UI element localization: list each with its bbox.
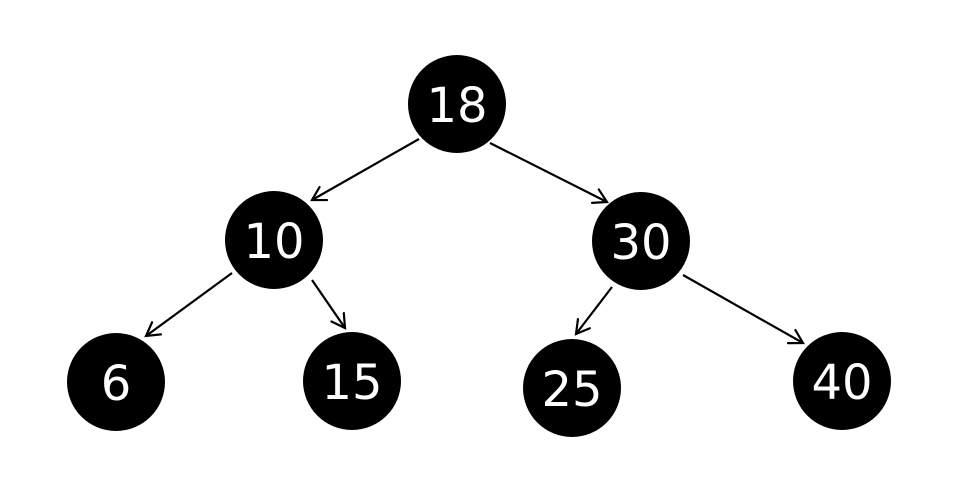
tree-node-label-15: 15 bbox=[321, 355, 382, 411]
tree-node-40: 40 bbox=[793, 332, 891, 430]
tree-node-25: 25 bbox=[523, 339, 621, 437]
tree-node-circle-10 bbox=[225, 191, 323, 289]
tree-node-label-30: 30 bbox=[610, 215, 671, 271]
tree-node-18: 18 bbox=[408, 55, 506, 153]
tree-node-label-25: 25 bbox=[541, 362, 602, 418]
tree-node-label-6: 6 bbox=[101, 356, 132, 412]
tree-node-15: 15 bbox=[303, 332, 401, 430]
tree-edge-18-30 bbox=[489, 142, 609, 204]
tree-node-label-18: 18 bbox=[426, 78, 487, 134]
tree-node-circle-40 bbox=[793, 332, 891, 430]
tree-node-circle-25 bbox=[523, 339, 621, 437]
tree-node-label-40: 40 bbox=[811, 355, 872, 411]
tree-node-circle-30 bbox=[592, 192, 690, 290]
tree-edge-30-25 bbox=[574, 286, 613, 336]
tree-edge-30-40 bbox=[682, 274, 805, 345]
tree-edge-10-15 bbox=[311, 279, 347, 330]
tree-node-circle-18 bbox=[408, 55, 506, 153]
tree-node-6: 6 bbox=[67, 333, 165, 431]
tree-node-circle-6 bbox=[67, 333, 165, 431]
tree-node-30: 30 bbox=[592, 192, 690, 290]
tree-edge-10-6 bbox=[144, 272, 233, 338]
tree-node-10: 10 bbox=[225, 191, 323, 289]
tree-edge-18-10 bbox=[310, 138, 420, 202]
tree-node-circle-15 bbox=[303, 332, 401, 430]
tree-node-label-10: 10 bbox=[243, 214, 304, 270]
